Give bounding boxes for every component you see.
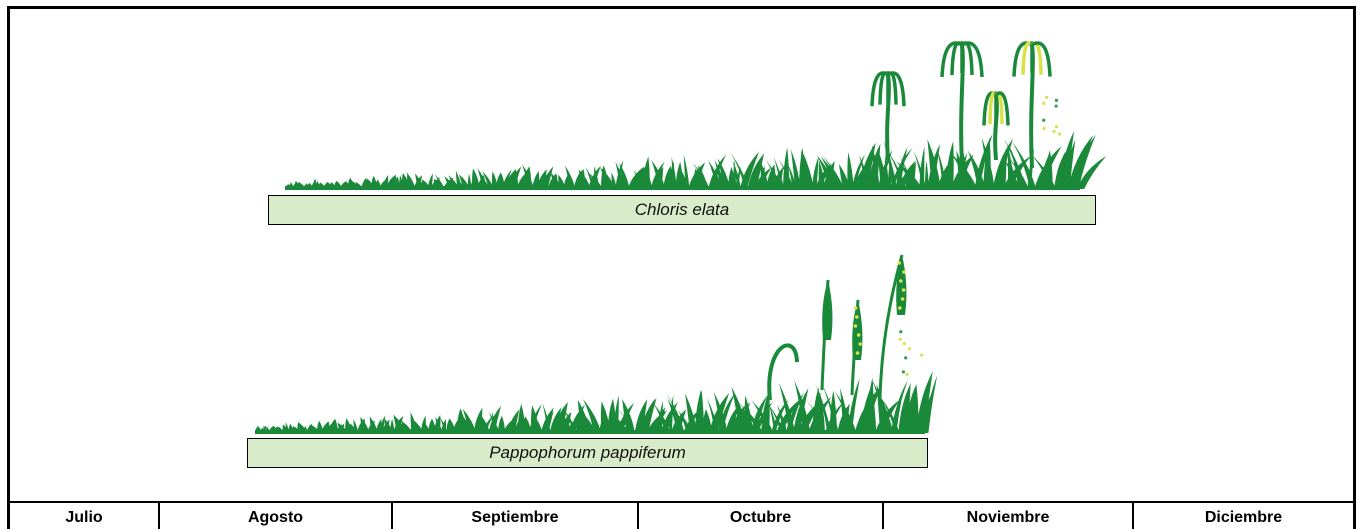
species-label: Pappophorum pappiferum <box>489 443 686 462</box>
panicle-head <box>822 280 833 340</box>
month-cell: Noviembre <box>882 503 1132 529</box>
grass-chloris <box>285 131 1107 189</box>
panicle-stem <box>878 254 904 399</box>
seed-dot <box>897 261 901 265</box>
species-bar-pappophorum-pappiferum: Pappophorum pappiferum <box>247 438 928 468</box>
seed-dot <box>853 324 858 328</box>
month-cell: Diciembre <box>1132 503 1356 529</box>
species-bar-chloris-elata: Chloris elata <box>268 195 1096 225</box>
falling-seed <box>1054 98 1058 102</box>
falling-seed <box>1042 126 1046 131</box>
falling-seed <box>1042 118 1046 122</box>
seed-dot <box>855 351 860 355</box>
falling-seed <box>901 370 905 374</box>
falling-seed <box>902 341 906 346</box>
grass-pappophorum-base <box>255 430 925 434</box>
grass-chloris-base <box>285 186 1080 190</box>
diagram-frame <box>7 6 1356 529</box>
flower-spike <box>994 91 1010 126</box>
seed-dot <box>901 288 906 292</box>
falling-seed <box>919 353 924 357</box>
seed-dot <box>856 333 861 337</box>
falling-seed <box>898 337 902 341</box>
falling-seed <box>1042 101 1046 106</box>
month-cell: Julio <box>7 503 158 529</box>
falling-seed <box>905 372 909 376</box>
falling-seed <box>1054 125 1059 129</box>
falling-seed <box>1045 95 1049 99</box>
seed-dot <box>898 306 902 310</box>
falling-seed <box>899 330 903 334</box>
species-label: Chloris elata <box>634 200 730 219</box>
seed-dot <box>902 270 906 274</box>
flower-spike <box>1031 41 1052 77</box>
drooping-stem <box>767 343 799 401</box>
falling-seed <box>907 347 912 351</box>
seed-dot <box>900 297 905 301</box>
falling-seed <box>1057 132 1062 136</box>
month-timeline: Julio Agosto Septiembre Octubre Noviembr… <box>7 501 1356 529</box>
panicle-head <box>852 300 863 360</box>
month-cell: Octubre <box>637 503 882 529</box>
falling-seed <box>904 356 908 360</box>
grass-pappophorum <box>255 371 938 433</box>
falling-seed <box>1054 104 1058 108</box>
flower-spike <box>887 71 906 107</box>
seed-dot <box>853 306 858 310</box>
month-cell: Agosto <box>158 503 391 529</box>
seed-dot <box>855 315 859 319</box>
flower-spike <box>961 41 984 78</box>
month-cell: Septiembre <box>391 503 637 529</box>
seed-dot <box>899 279 903 283</box>
falling-seed <box>1052 129 1056 133</box>
seed-dot <box>858 342 863 346</box>
